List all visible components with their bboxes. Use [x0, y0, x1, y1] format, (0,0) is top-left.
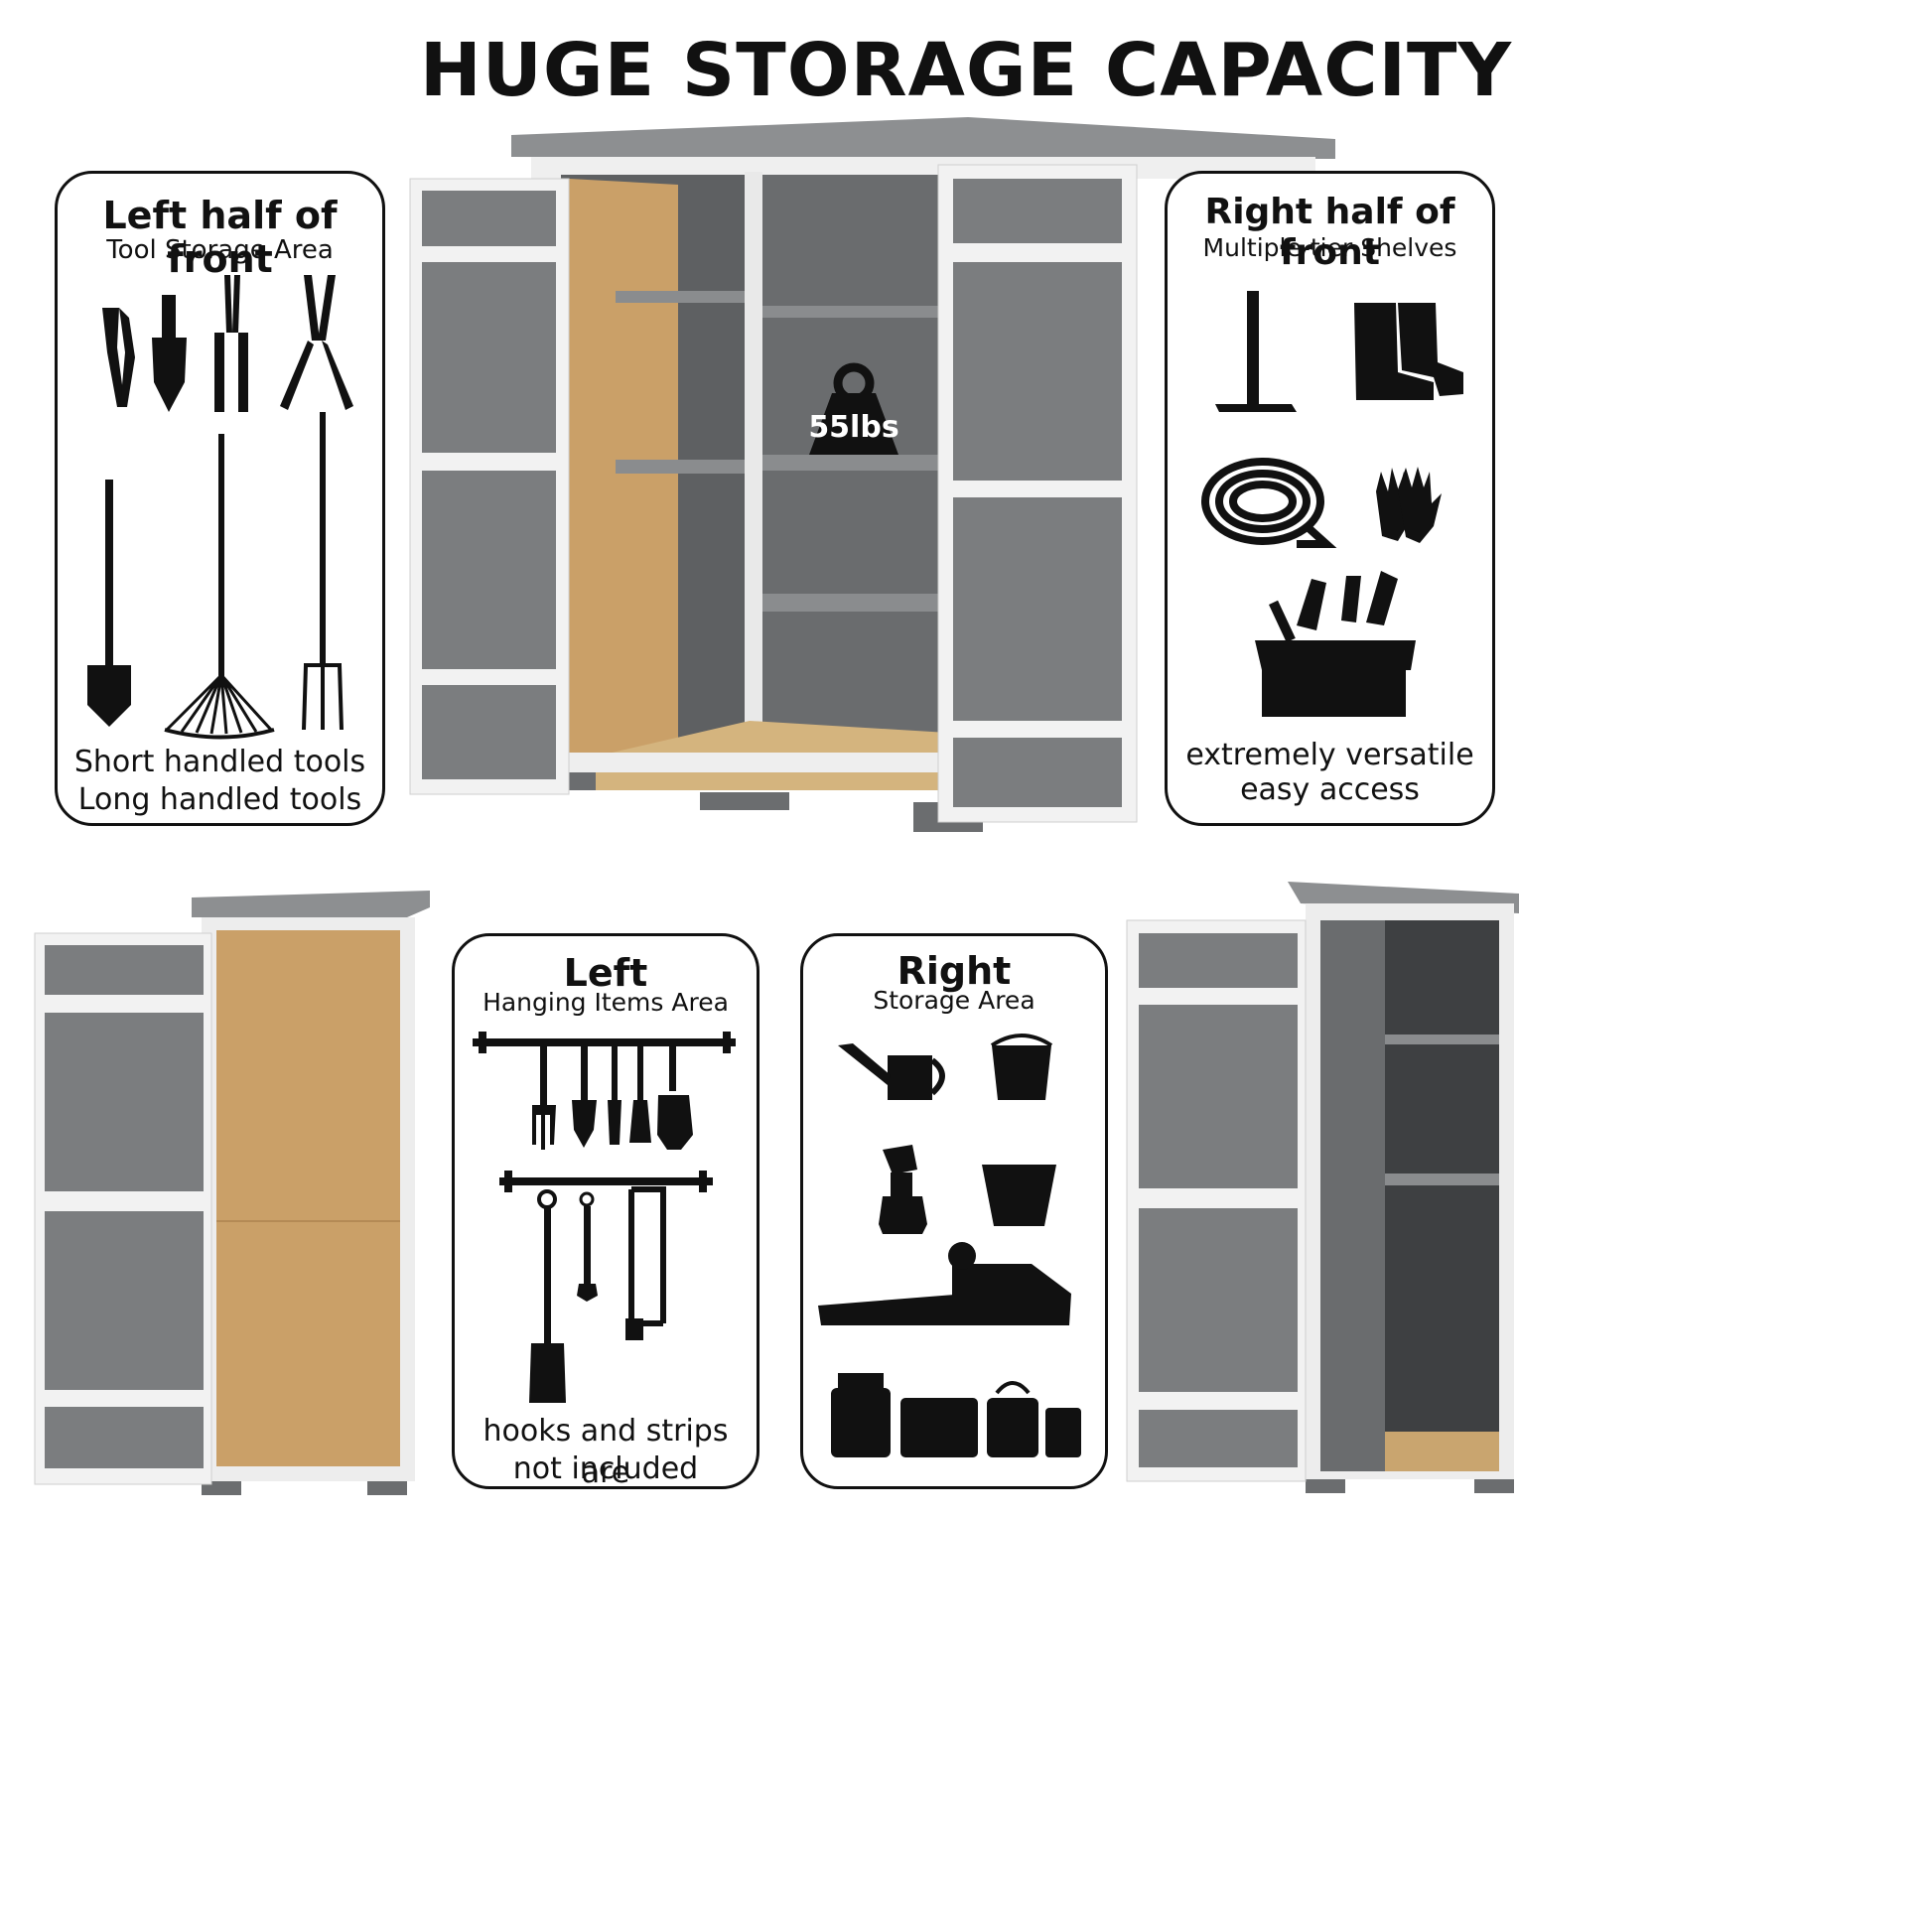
fork-icon	[532, 1046, 556, 1150]
panel-left-front-subtitle: Tool Storage Area	[106, 235, 334, 265]
shed-roof	[192, 891, 430, 917]
shelf-2	[762, 455, 941, 471]
rake-icon	[629, 1046, 651, 1143]
pitchfork-icon	[302, 412, 344, 731]
panel-left-side-subtitle: Hanging Items Area	[483, 988, 729, 1017]
center-post	[745, 172, 762, 782]
weight-badge-label: 55lbs	[808, 410, 898, 445]
left-side-door	[34, 932, 212, 1485]
weight-badge: 55lbs	[808, 362, 899, 455]
pruner-icon	[102, 308, 135, 407]
panel-left-front-foot-1: Short handled tools	[73, 745, 366, 779]
panel-left-front: Left half of front Tool Storage Area	[55, 171, 385, 826]
boots-icon	[1354, 303, 1463, 400]
rake-icon	[164, 434, 275, 740]
right-door	[937, 164, 1138, 823]
loppers-icon	[280, 275, 353, 410]
osb-door-panel	[216, 930, 400, 1466]
left-door	[409, 178, 570, 795]
fork-icon	[608, 1046, 621, 1145]
shovel-icon	[529, 1189, 566, 1403]
plant-pot-icon	[982, 1165, 1056, 1226]
gloves-icon	[1376, 467, 1442, 543]
toolbox-icon	[1255, 571, 1416, 717]
wrench-icon	[577, 1191, 598, 1302]
jug-icon	[987, 1381, 1038, 1457]
trowel-icon	[572, 1046, 597, 1148]
panel-left-front-foot-2: Long handled tools	[77, 782, 362, 817]
spray-bottle-icon	[879, 1145, 927, 1234]
panel-right-side-title: Right	[897, 949, 1012, 993]
shelf-1	[762, 306, 941, 318]
panel-right-front-foot-1: extremely versatile	[1185, 738, 1474, 772]
panel-left-side-title: Left	[563, 951, 648, 995]
bucket-icon	[990, 1034, 1053, 1100]
shovel-icon	[87, 480, 131, 727]
left-side-shed-photo	[34, 891, 430, 1495]
hook-rail-icon	[473, 1032, 736, 1053]
pickaxe-icon	[1215, 291, 1297, 412]
panel-left-front-title: Left half of front	[102, 194, 338, 281]
cooler-icon	[900, 1398, 978, 1457]
page-title: HUGE STORAGE CAPACITY	[419, 28, 1513, 113]
panel-right-front-title: Right half of front	[1204, 192, 1455, 273]
shed-roof	[511, 117, 1335, 159]
panel-right-front-foot-2: easy access	[1240, 772, 1420, 807]
container-icon	[831, 1373, 891, 1457]
trowel-icon	[152, 295, 187, 412]
panel-right-side: Right Storage Area	[800, 933, 1108, 1489]
hose-icon	[1201, 458, 1337, 548]
glove-icon	[657, 1046, 693, 1150]
front-shed-photo: 55lbs	[409, 117, 1335, 832]
hedge-shears-icon	[214, 275, 248, 412]
panel-right-front-subtitle: Multiple-tier Shelves	[1202, 233, 1457, 262]
right-side-shed-photo	[1126, 882, 1519, 1493]
can-icon	[1045, 1408, 1081, 1457]
panel-right-side-subtitle: Storage Area	[873, 986, 1035, 1015]
panel-left-side-foot-2: not included	[512, 1451, 699, 1486]
right-side-door	[1126, 919, 1307, 1482]
panel-left-side: Left Hanging Items Area	[452, 933, 759, 1490]
watering-can-icon	[838, 1043, 945, 1100]
panel-right-front: Right half of front Multiple-tier Shelve…	[1165, 171, 1495, 826]
chainsaw-icon	[818, 1242, 1071, 1325]
hacksaw-icon	[625, 1186, 666, 1340]
panel-left-side-foot-1: hooks and strips are	[483, 1414, 729, 1490]
shelf-3	[762, 594, 941, 612]
hook-rail-icon	[499, 1171, 713, 1192]
